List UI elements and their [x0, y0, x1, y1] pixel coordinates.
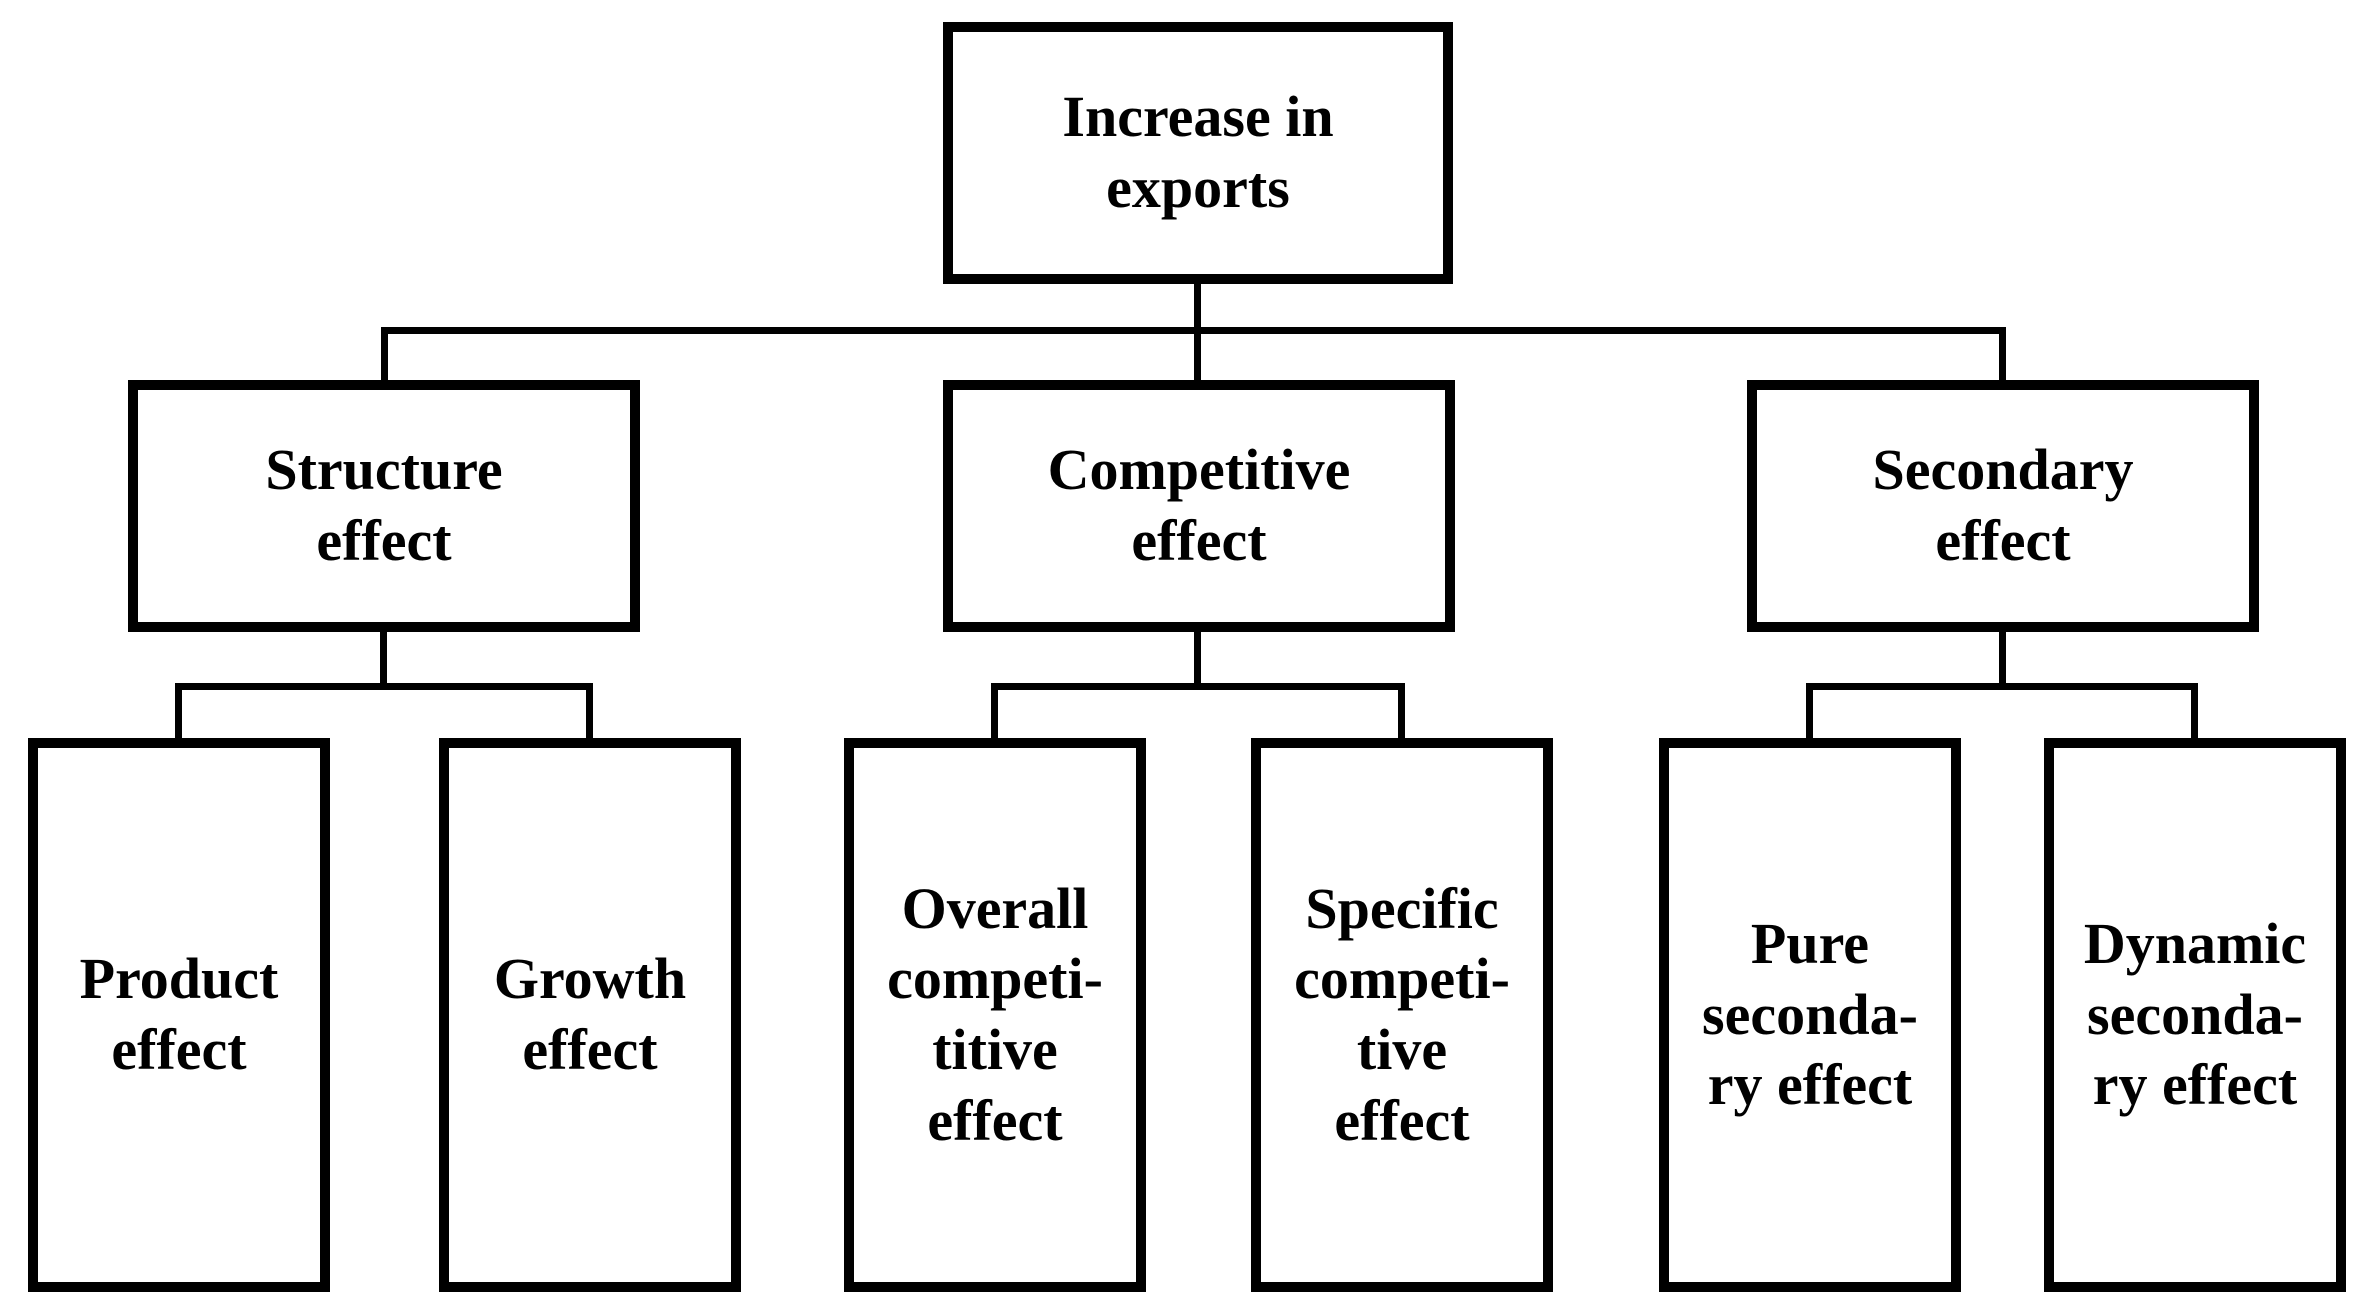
connector-secondary-stub [1999, 630, 2006, 690]
node-competitive-effect: Competitive effect [943, 380, 1455, 632]
connector-secondary-drop [1999, 327, 2006, 384]
node-pure-secondary-effect: Pure seconda- ry effect [1659, 738, 1961, 1292]
node-label: Dynamic seconda- ry effect [2083, 910, 2307, 1118]
connector-secondary-horizontal [1806, 683, 2198, 690]
connector-competitive-stub [1194, 630, 1201, 690]
node-dynamic-secondary-effect: Dynamic seconda- ry effect [2044, 738, 2346, 1292]
node-label: Product effect [79, 946, 279, 1082]
node-label: Secondary effect [1872, 437, 2134, 573]
node-overall-competitive-effect: Overall competi- titive effect [844, 738, 1146, 1292]
connector-overall-drop [991, 683, 998, 742]
node-secondary-effect: Secondary effect [1747, 380, 2259, 632]
node-label: Pure seconda- ry effect [1702, 910, 1918, 1118]
node-specific-competitive-effect: Specific competi- tive effect [1251, 738, 1553, 1292]
node-product-effect: Product effect [28, 738, 330, 1292]
connector-pure-drop [1806, 683, 1813, 742]
connector-dynamic-drop [2191, 683, 2198, 742]
connector-growth-drop [586, 683, 593, 742]
node-label: Competitive effect [1047, 437, 1351, 573]
node-growth-effect: Growth effect [439, 738, 741, 1292]
node-structure-effect: Structure effect [128, 380, 640, 632]
node-label: Growth effect [493, 946, 687, 1082]
node-increase-in-exports: Increase in exports [943, 22, 1453, 284]
connector-product-drop [175, 683, 182, 742]
connector-structure-stub [380, 630, 387, 690]
connector-structure-horizontal [175, 683, 593, 690]
node-label: Increase in exports [1062, 84, 1334, 220]
connector-specific-drop [1398, 683, 1405, 742]
connector-top-horizontal [381, 327, 2006, 334]
node-label: Specific competi- tive effect [1294, 875, 1510, 1153]
node-label: Overall competi- titive effect [887, 875, 1103, 1153]
connector-competitive-horizontal [991, 683, 1405, 690]
node-label: Structure effect [265, 437, 503, 573]
connector-structure-drop [381, 327, 388, 384]
